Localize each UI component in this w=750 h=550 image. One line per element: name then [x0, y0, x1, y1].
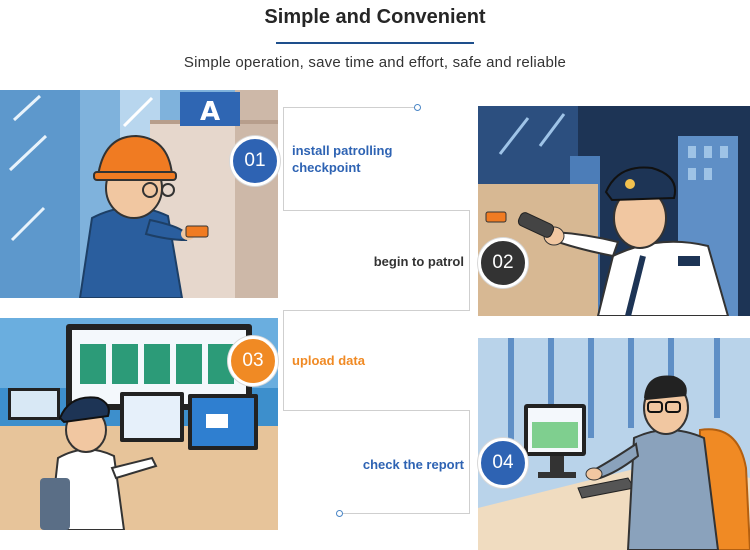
flow-line: [283, 310, 470, 311]
flow-line: [283, 107, 284, 211]
flow-node: [414, 104, 421, 111]
flow-line: [283, 310, 284, 410]
page-title: Simple and Convenient: [264, 6, 486, 28]
illustration-begin-patrol: [478, 106, 750, 316]
illustration-check-report: [478, 338, 750, 550]
flow-line: [469, 210, 470, 310]
title-underline: [276, 42, 474, 44]
wall-sign-letter: A: [200, 97, 220, 127]
flow-line: [340, 513, 470, 514]
flow-line: [283, 410, 470, 411]
step-02-label: begin to patrol: [373, 254, 464, 269]
flow-line: [283, 107, 418, 108]
step-04-label: check the report: [362, 457, 464, 472]
step-03-badge: 03: [228, 336, 278, 386]
flow-line: [469, 410, 470, 514]
step-04-badge: 04: [478, 438, 528, 488]
illustration-install-checkpoint: A: [0, 90, 278, 298]
step-01-badge: 01: [230, 136, 280, 186]
step-03-label: upload data: [292, 353, 365, 368]
step-02-badge: 02: [478, 238, 528, 288]
step-01-label: install patrolling checkpoint: [292, 143, 393, 175]
flow-line: [283, 210, 470, 211]
page-subtitle: Simple operation, save time and effort, …: [183, 54, 567, 71]
flow-node: [336, 510, 343, 517]
illustration-upload-data: [0, 318, 278, 530]
